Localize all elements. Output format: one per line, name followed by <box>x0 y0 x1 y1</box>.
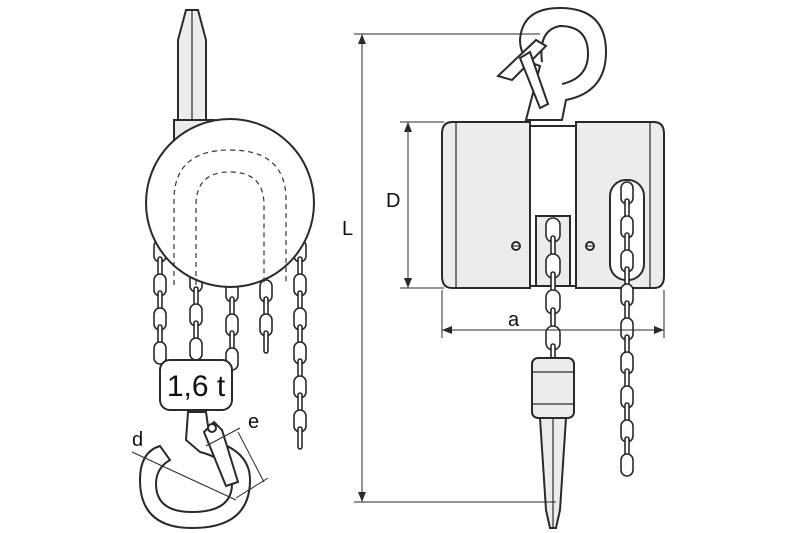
chain-link <box>620 453 634 477</box>
front-view <box>441 6 665 529</box>
bottom-block <box>531 357 575 419</box>
chain-link <box>297 426 303 450</box>
dim-a-label: a <box>508 309 520 331</box>
capacity-label: 1,6 t <box>167 370 226 403</box>
dim-L-label: L <box>342 218 353 240</box>
capacity-plate <box>159 359 233 411</box>
chain-link <box>153 341 167 365</box>
screws <box>511 241 595 251</box>
dimension-L: L <box>342 33 556 503</box>
dimension-D: D <box>386 121 444 289</box>
front-chains <box>545 181 634 477</box>
chain-link <box>189 337 203 361</box>
chain-link <box>263 330 269 354</box>
hoist-body <box>145 118 315 288</box>
dimension-e: e <box>205 411 269 499</box>
dimension-a: a <box>441 290 665 338</box>
internal-chain-path <box>173 149 287 285</box>
dimension-d: d <box>131 429 237 501</box>
dim-e-label: e <box>248 411 259 433</box>
side-view: 1,6 t <box>138 9 315 530</box>
left-housing <box>441 121 531 289</box>
dim-d-label: d <box>132 429 143 451</box>
dim-D-label: D <box>386 190 400 212</box>
